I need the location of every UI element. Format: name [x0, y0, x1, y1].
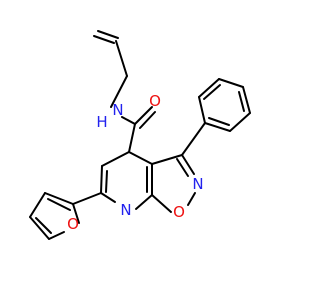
allyl-group [93, 30, 128, 108]
furan-bond-c2-c3-inner [47, 198, 71, 211]
phenyl-bond-1 [198, 96, 206, 124]
bond-c5-c6-inner [105, 170, 108, 193]
phenyl-bond-2 [198, 78, 220, 98]
amide-hydrogen-label: H [96, 113, 107, 131]
allyl-bond-c3-n [110, 75, 128, 108]
bond-c4-c5 [101, 151, 130, 167]
isoxazole-nitrogen-label: N [192, 175, 203, 193]
bond-carbonyl-o-2 [139, 111, 156, 129]
pyridine-nitrogen-label: N [120, 201, 131, 219]
bond-c6-n [100, 192, 116, 203]
bond-c5-c6 [100, 165, 103, 194]
phenyl-bond-6 [204, 122, 231, 132]
isoxazole-ring [151, 154, 196, 213]
phenyl-bond-4-inner [238, 91, 245, 112]
allyl-double-bond-2 [93, 35, 115, 44]
bond-c3a-c4 [128, 151, 153, 165]
bond-c3a-c3 [151, 154, 183, 165]
furan-bond-c2-c3 [44, 192, 74, 205]
bond-o-c7a [151, 194, 172, 213]
amide-nitrogen-label: N [112, 101, 123, 119]
bond-n-carbonyl [121, 116, 136, 125]
amide-oxygen-label: O [149, 92, 161, 110]
furan-oxygen-label: O [67, 215, 79, 233]
isoxazole-oxygen-label: O [173, 203, 185, 221]
phenyl-ring [181, 78, 251, 156]
bond-c6-furan [72, 192, 102, 205]
phenyl-bond-2-inner [203, 84, 221, 100]
bond-c3-n [181, 154, 195, 175]
allyl-double-bond-1 [97, 30, 119, 39]
bond-c3-n-inner [176, 158, 189, 177]
furan-bond-c4-c5-inner [35, 217, 52, 234]
phenyl-bond-5 [229, 112, 251, 132]
bond-n-o [187, 192, 196, 206]
furan-bond-o-c2 [72, 203, 80, 224]
molecule-diagram: O N H O N O N [29, 30, 251, 240]
phenyl-bond-6-inner [208, 117, 230, 126]
bond-carbonyl-o-1 [134, 106, 153, 125]
phenyl-bond-4 [242, 86, 251, 114]
phenyl-bond-3 [218, 78, 244, 88]
bond-c3-phenyl [181, 122, 206, 156]
amide-group [121, 106, 156, 153]
furan-ring [29, 192, 102, 240]
furan-bond-c5-o [48, 231, 65, 240]
bond-carbonyl-c4 [128, 123, 136, 153]
pyridine-ring [100, 151, 153, 210]
structure-canvas: O N H O N O N [29, 30, 251, 240]
bond-n-c7a [135, 194, 153, 210]
furan-bond-c4-c5 [29, 216, 50, 240]
allyl-bond-c2-c3 [115, 40, 128, 77]
furan-bond-c3-c4 [29, 192, 46, 218]
